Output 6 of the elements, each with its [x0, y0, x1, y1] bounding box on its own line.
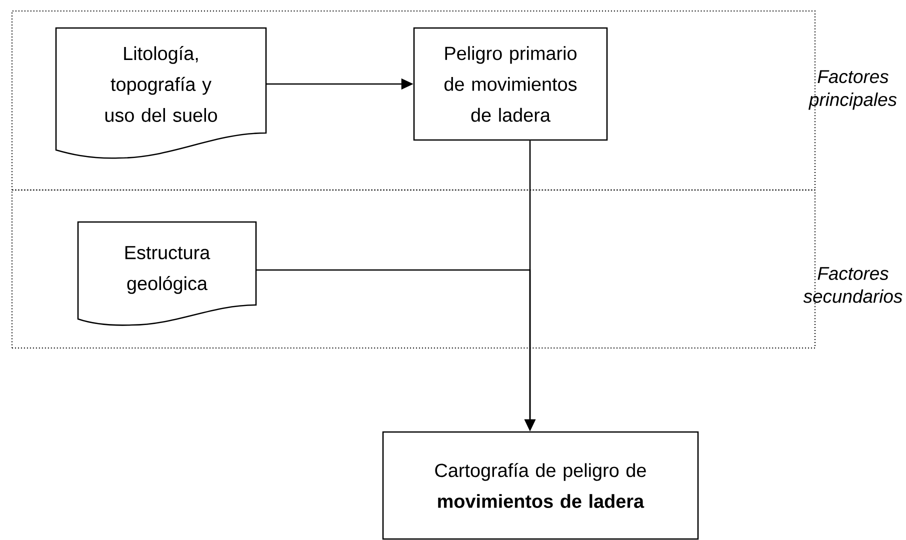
band-label: Factores principales	[808, 70, 897, 110]
band-label: Factores secundarios	[803, 267, 902, 303]
document-box: Litología, topografía y uso del suelo	[55, 27, 267, 159]
process-box: Cartografía de peligro de movimientos de ladera	[382, 431, 699, 540]
document-box: Estructura geológica	[77, 221, 257, 326]
process-box: Peligro primario de movimientos de ladera	[413, 27, 608, 141]
